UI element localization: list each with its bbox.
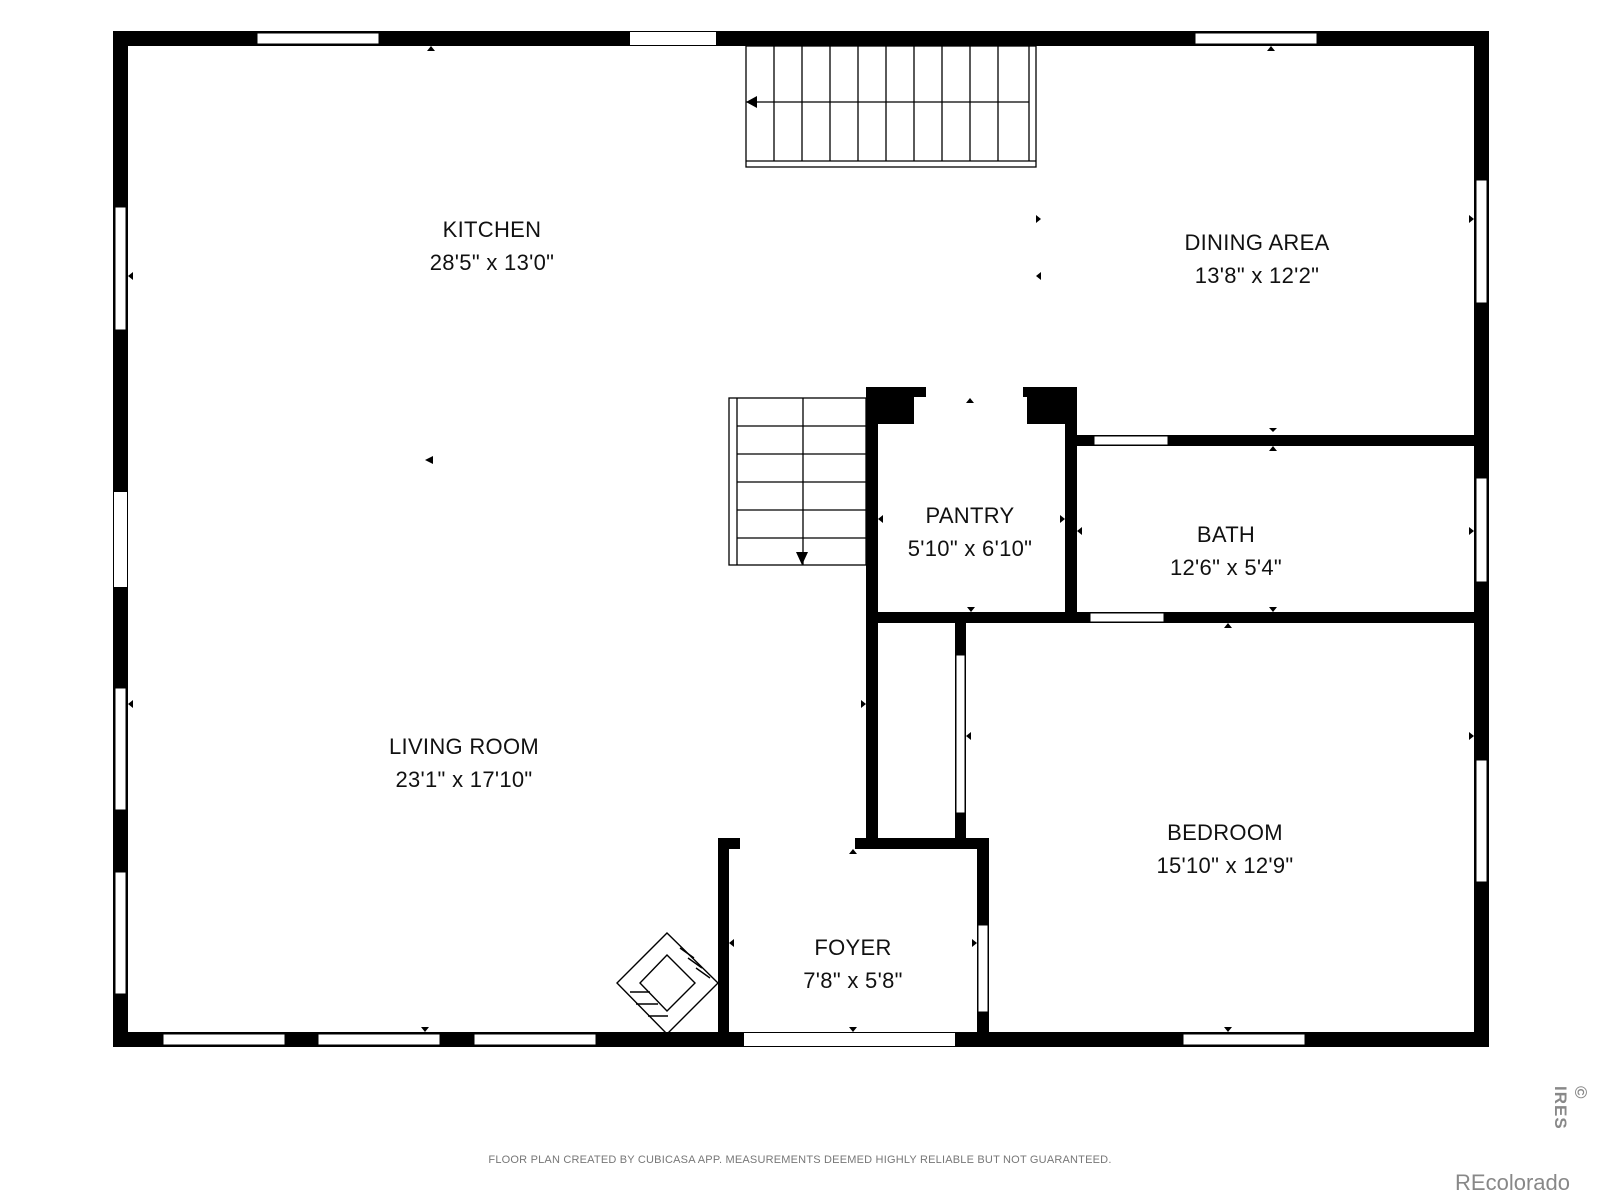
floor-plan-disclaimer: FLOOR PLAN CREATED BY CUBICASA APP. MEAS…	[488, 1154, 1112, 1166]
room-dimensions: 7'8" x 5'8"	[803, 968, 903, 993]
markers	[128, 46, 1474, 1032]
foyer-left-wall	[718, 838, 729, 1047]
marker-icon	[1036, 215, 1041, 223]
marker-icon	[966, 398, 974, 403]
marker-icon	[421, 1027, 429, 1032]
window-bottom-2	[317, 1033, 441, 1046]
room-label-dining-area: DINING AREA 13'8" x 12'2"	[1184, 226, 1329, 292]
window-right-1	[1475, 179, 1488, 304]
pantry-right-wall	[1065, 387, 1077, 617]
window-left-2	[114, 687, 127, 811]
exterior-walls	[113, 31, 1489, 1047]
bath-top-wall	[1065, 435, 1489, 446]
marker-icon	[1469, 215, 1474, 223]
window-top-1	[256, 32, 380, 45]
fireplace-icon	[616, 932, 719, 1035]
window-top-2	[1194, 32, 1318, 45]
window-left-3	[114, 871, 127, 995]
bath-door-bottom	[1089, 612, 1165, 623]
room-label-pantry: PANTRY 5'10" x 6'10"	[908, 499, 1033, 565]
foyer-top-opening	[740, 839, 855, 848]
room-dimensions: 13'8" x 12'2"	[1194, 263, 1320, 288]
window-bottom-1	[162, 1033, 286, 1046]
marker-icon	[972, 939, 977, 947]
marker-icon	[128, 700, 133, 708]
room-dimensions: 5'10" x 6'10"	[907, 536, 1033, 561]
pantry-door	[926, 388, 1023, 396]
closet-door	[955, 654, 966, 814]
marker-icon	[128, 272, 133, 280]
stairs-upper-outline	[745, 45, 1037, 168]
windows	[114, 32, 1488, 1046]
room-dimensions: 12'6" x 5'4"	[1169, 555, 1283, 580]
marker-icon	[1469, 527, 1474, 535]
room-label-living-room: LIVING ROOM 23'1" x 17'10"	[389, 730, 539, 796]
marker-icon	[1224, 1027, 1232, 1032]
marker-icon	[849, 1027, 857, 1032]
marker-icon	[1224, 623, 1232, 628]
foyer-right-opening	[977, 924, 989, 1013]
room-dimensions: 23'1" x 17'10"	[395, 767, 533, 792]
recolorado-logo: REcolorado	[1455, 1170, 1570, 1195]
room-label-foyer: FOYER 7'8" x 5'8"	[803, 931, 903, 997]
stairs-upper-arrow-icon	[746, 96, 757, 108]
wall-top	[113, 31, 1489, 46]
room-name: FOYER	[814, 935, 892, 960]
marker-icon	[849, 849, 857, 854]
room-dimensions: 28'5" x 13'0"	[429, 250, 555, 275]
window-bottom-4	[1182, 1033, 1306, 1046]
marker-icon	[427, 46, 435, 51]
marker-icon	[1269, 607, 1277, 612]
marker-icon	[1036, 272, 1041, 280]
marker-icon	[425, 456, 433, 464]
stairs-lower	[728, 397, 867, 566]
pantry-bath-bottom-wall	[866, 612, 1489, 623]
ires-watermark: © IRES	[1551, 1086, 1590, 1130]
marker-icon	[861, 700, 866, 708]
window-right-2	[1475, 477, 1488, 583]
opening-bottom-foyer	[744, 1033, 955, 1046]
marker-icon	[729, 939, 734, 947]
room-label-bedroom: BEDROOM 15'10" x 12'9"	[1156, 816, 1293, 882]
marker-icon	[878, 515, 883, 523]
marker-icon	[1269, 446, 1277, 451]
marker-icon	[966, 732, 971, 740]
room-label-kitchen: KITCHEN 28'5" x 13'0"	[430, 213, 555, 279]
opening-left	[114, 492, 127, 587]
window-left-1	[114, 206, 127, 331]
room-name: PANTRY	[925, 503, 1015, 528]
interior-openings	[740, 388, 1169, 1013]
stairs-upper	[745, 45, 1037, 168]
marker-icon	[1469, 732, 1474, 740]
foyer-top-wall	[855, 838, 989, 849]
marker-icon	[967, 607, 975, 612]
foyer-left-cap	[718, 838, 740, 849]
room-dimensions: 15'10" x 12'9"	[1156, 853, 1294, 878]
marker-icon	[1269, 428, 1277, 432]
stairs-lower-arrow-icon	[796, 552, 808, 565]
room-name: BEDROOM	[1167, 820, 1283, 845]
window-bottom-3	[473, 1033, 597, 1046]
room-name: BATH	[1196, 522, 1256, 547]
opening-top	[630, 32, 716, 45]
marker-icon	[1077, 527, 1082, 535]
room-name: LIVING ROOM	[389, 734, 539, 759]
room-name: KITCHEN	[442, 217, 542, 242]
marker-icon	[1267, 46, 1275, 51]
marker-icon	[1060, 515, 1065, 523]
room-label-bath: BATH 12'6" x 5'4"	[1170, 518, 1282, 584]
bath-door-top	[1093, 435, 1169, 446]
room-name: DINING AREA	[1184, 230, 1330, 255]
window-right-3	[1475, 759, 1488, 883]
